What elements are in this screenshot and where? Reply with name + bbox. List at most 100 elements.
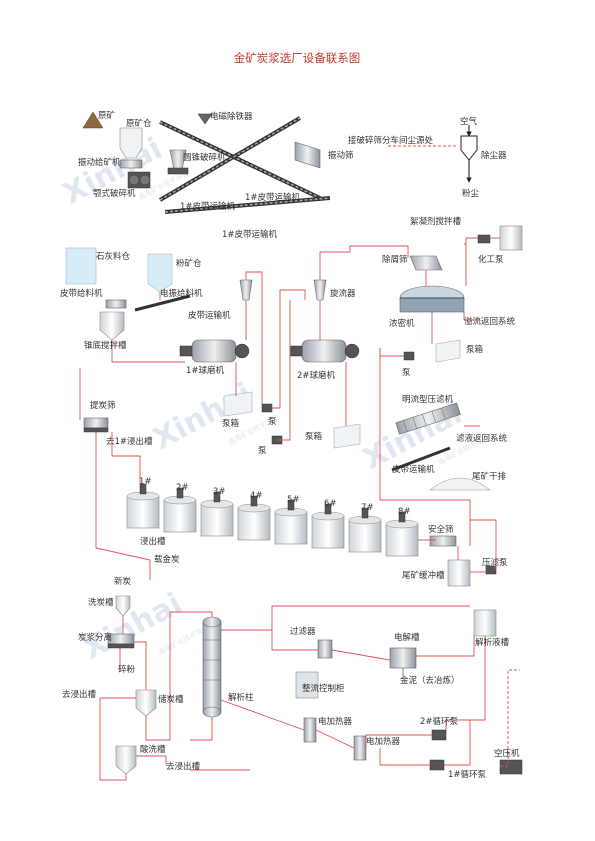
label-belt-conveyor-1: 1#皮带运输机 xyxy=(180,201,236,212)
carbon-wash-tank xyxy=(115,595,131,617)
label-pump-2: 泵 xyxy=(258,446,267,456)
ball-mill-2 xyxy=(289,339,360,363)
watermark-brand: Xinhai xyxy=(147,376,258,457)
label-desorption-solution: 解析液槽 xyxy=(475,637,510,648)
conveyor-belt xyxy=(164,196,331,214)
label-tank-5: 5# xyxy=(287,495,300,505)
pump-box-2 xyxy=(333,423,361,449)
pump-box-3 xyxy=(435,339,461,363)
pump-1-icon xyxy=(261,403,273,413)
label-cone-crusher: 圆锥破碎机 xyxy=(183,152,226,163)
carbon-storage-tank xyxy=(135,689,157,717)
watermark-brand: Xinhai xyxy=(57,131,168,212)
label-tank-1: 1# xyxy=(139,477,152,487)
filter-press xyxy=(395,402,461,435)
label-tank-4: 4# xyxy=(250,491,263,501)
label-carbon-storage: 储炭槽 xyxy=(158,694,184,705)
label-crushed-powder: 碎粉 xyxy=(118,664,136,675)
label-pump-1: 泵 xyxy=(268,417,277,427)
label-carbon-slurry-sep: 炭浆分离 xyxy=(78,632,112,643)
label-dust-source: 接破碎筛分车间尘源处 xyxy=(348,135,434,146)
acid-wash-tank xyxy=(115,745,137,775)
label-to-leach-1: 去1#浸出槽 xyxy=(106,436,153,447)
carbon-screen xyxy=(83,417,109,433)
leach-tank-5 xyxy=(274,499,308,545)
label-air: 空气 xyxy=(460,116,478,127)
thickening-section: 絮凝剂搅拌槽 化工泵 除屑筛 浓密机 溢流返回系统 泵箱 泵 xyxy=(349,216,523,378)
vibrating-screen xyxy=(294,141,321,169)
tailings-buffer-tank xyxy=(447,559,471,587)
label-tailings-dry: 尾矿干排 xyxy=(472,471,507,482)
raw-ore-pile xyxy=(82,111,104,129)
label-air-compressor: 空压机 xyxy=(494,748,520,759)
label-pump-3: 泵 xyxy=(402,368,411,378)
cyclone-1 xyxy=(239,279,253,301)
filter-press-section: 明流型压滤机 滤液返回系统 皮带运输机 尾矿干排 xyxy=(379,348,508,546)
label-belt-conveyor: 皮带运输机 xyxy=(188,310,231,321)
label-safety-screen: 安全筛 xyxy=(428,524,454,535)
trash-screen xyxy=(409,255,443,271)
label-thickener: 浓密机 xyxy=(389,318,415,329)
label-circ-pump-2: 2#循环泵 xyxy=(420,716,459,727)
label-magnetic-separator: 电磁除铁器 xyxy=(210,111,253,122)
label-heater-1: 电加热器 xyxy=(318,716,353,727)
diagram-title: 金矿炭浆选厂设备联系图 xyxy=(234,51,361,65)
conveyor-belt xyxy=(158,116,302,202)
label-raw-ore-bin: 原矿仓 xyxy=(126,118,152,129)
label-gold-mud: 金泥（去冶炼） xyxy=(400,675,460,686)
ball-mill-1 xyxy=(179,339,250,363)
pump-box-1 xyxy=(223,391,253,417)
label-new-carbon: 新炭 xyxy=(114,576,132,587)
belt-feeder xyxy=(105,299,127,309)
label-acid-wash: 酸洗槽 xyxy=(140,744,166,755)
grinding-section: 石灰料仓 粉矿仓 皮带给料机 电振给料机 旋流器 皮带运输机 锥底搅拌槽 1#球… xyxy=(60,247,361,456)
carbon-slurry-separator xyxy=(107,633,135,649)
desorption-section: 新炭 洗炭槽 炭浆分离 解析液槽 过滤器 电解槽 碎粉 整流控制柜 金泥（去冶炼… xyxy=(62,576,523,781)
label-pump-box-3: 泵箱 xyxy=(466,344,484,355)
raw-ore-bin xyxy=(119,127,143,159)
crushing-section: 原矿 原矿仓 电磁除铁器 空气 振动给矿机 圆锥破碎机 振动筛 接破碎筛分车间尘… xyxy=(78,110,507,240)
leach-tank-3 xyxy=(200,491,234,537)
belt-conveyor-grinding xyxy=(134,294,191,312)
cyclone-2 xyxy=(313,279,327,301)
electric-heater-2 xyxy=(353,735,367,761)
label-vibrating-screen: 振动筛 xyxy=(328,150,354,161)
label-belt-conveyor-1: 1#皮带运输机 xyxy=(222,229,278,240)
flocculant-tank xyxy=(499,225,523,251)
leach-tank-7 xyxy=(348,507,382,553)
label-filtrate-return: 滤液返回系统 xyxy=(456,433,508,444)
label-to-leach: 去浸出槽 xyxy=(62,689,97,700)
label-press-pump: 压滤泵 xyxy=(482,557,508,568)
label-desorption-column: 解析柱 xyxy=(228,692,254,703)
conveyor-belt xyxy=(159,120,321,200)
label-fine-ore-bin: 粉矿仓 xyxy=(176,258,202,269)
fine-ore-bin xyxy=(147,253,173,293)
label-pump-box-2: 泵箱 xyxy=(305,431,323,442)
label-to-leach-2: 去浸出槽 xyxy=(166,761,201,772)
label-ball-mill-1: 1#球磨机 xyxy=(186,365,225,376)
label-carbon-wash: 洗炭槽 xyxy=(88,597,114,608)
label-belt-conveyor-1: 1#皮带运输机 xyxy=(245,192,301,203)
label-flocculant-tank: 絮凝剂搅拌槽 xyxy=(410,216,462,227)
leach-tank-6 xyxy=(311,503,345,549)
label-tank-8: 8# xyxy=(398,507,411,517)
label-jaw-crusher: 颚式破碎机 xyxy=(93,188,136,199)
label-tank-2: 2# xyxy=(176,483,189,493)
rectifier-cabinet xyxy=(295,671,319,699)
tailings-dry-pile xyxy=(429,477,491,491)
leach-tank-1 xyxy=(126,483,160,529)
label-vibro-feeder: 电振给料机 xyxy=(160,288,203,299)
label-cyclone: 旋流器 xyxy=(330,288,356,299)
cone-bottom-agitator xyxy=(99,311,125,341)
label-electrolytic-cell: 电解槽 xyxy=(394,632,420,643)
dust-collector xyxy=(460,135,478,161)
label-vibrating-feeder: 振动给矿机 xyxy=(78,157,121,168)
label-raw-ore: 原矿 xyxy=(98,110,116,121)
label-dust-collector: 除尘器 xyxy=(481,150,507,161)
label-tank-3: 3# xyxy=(213,487,226,497)
circulation-pump-1-icon xyxy=(429,759,445,771)
desorption-solution-tank xyxy=(473,609,497,637)
label-tailings-buffer: 尾矿缓冲槽 xyxy=(402,570,445,581)
label-lime-silo: 石灰料仓 xyxy=(96,251,131,262)
